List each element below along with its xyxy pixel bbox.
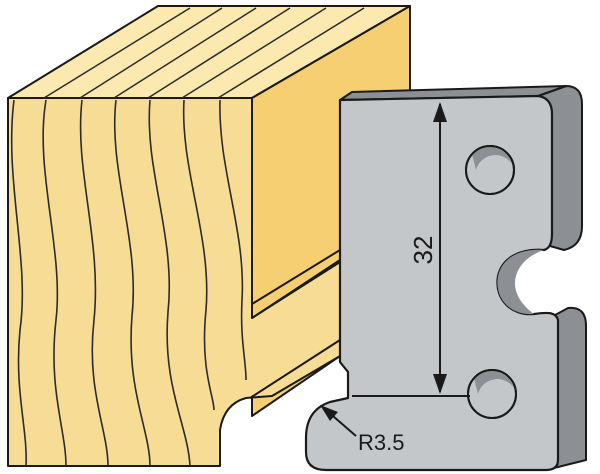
- height-arrow-bottom: [433, 374, 447, 394]
- blade-outline: [304, 94, 560, 472]
- cutter-blade: [304, 85, 587, 472]
- wood-workpiece: [7, 5, 411, 467]
- radius-label: R3.5: [358, 430, 404, 455]
- blade-notch-shade: [497, 249, 544, 315]
- blade-upper-hole: [465, 145, 515, 195]
- blade-lower-hole: [467, 369, 517, 419]
- wood-front-grain: [10, 99, 247, 467]
- radius-callout: R3.5: [320, 405, 404, 455]
- radius-arrow: [320, 405, 338, 421]
- height-arrow-top: [433, 102, 447, 122]
- wood-profile-edges: [249, 249, 341, 399]
- height-dimension-label: 32: [408, 236, 438, 265]
- height-dimension: 32: [352, 102, 470, 397]
- wood-top-grain: [43, 7, 365, 99]
